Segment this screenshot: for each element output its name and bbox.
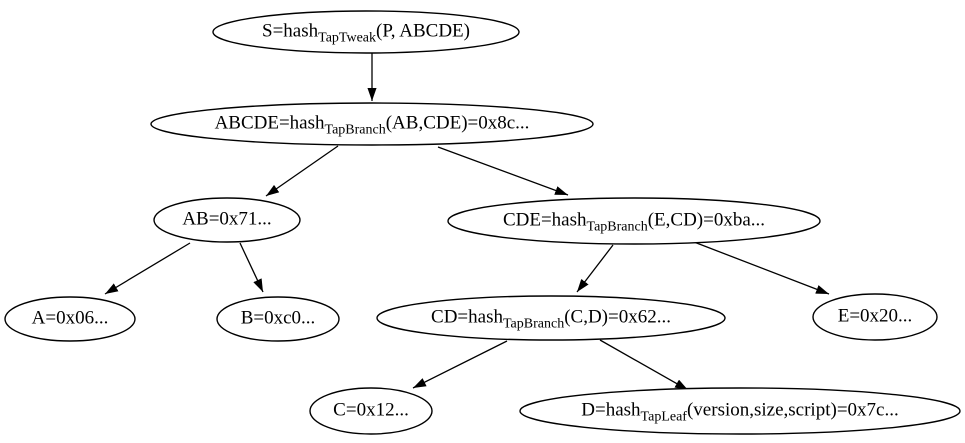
- label-text: (C,D)=0x62...: [564, 306, 671, 328]
- label-text: (AB,CDE)=0x8c...: [385, 112, 530, 134]
- nodes-layer: [4, 10, 961, 435]
- node-ellipse-C: [309, 387, 433, 435]
- label-text: (E,CD)=0xba...: [647, 209, 766, 231]
- node-ellipse-S: [212, 10, 520, 54]
- label-text: C=0x12...: [333, 399, 409, 421]
- label-text: B=0xc0...: [240, 307, 316, 329]
- node-label-CDE: CDE=hashTapBranch(E,CD)=0xba...: [502, 209, 766, 235]
- label-text: D=hash: [581, 399, 641, 421]
- edge-ABCDE-AB: [265, 145, 339, 197]
- edge-ABCDE-CDE: [437, 146, 569, 196]
- label-subscript: TapLeaf: [640, 409, 687, 425]
- label-text: (version,size,script)=0x7c...: [686, 399, 899, 421]
- label-subscript: TapBranch: [324, 122, 386, 138]
- node-ellipse-D: [519, 387, 961, 435]
- edge-CDE-CD: [576, 244, 614, 293]
- edge-CD-D: [599, 339, 689, 391]
- node-label-C: C=0x12...: [333, 401, 409, 420]
- node-ellipse-AB: [153, 197, 301, 243]
- node-label-AB: AB=0x71...: [182, 210, 271, 229]
- label-subscript: TapBranch: [502, 316, 565, 332]
- node-label-S: S=hashTapTweak(P, ABCDE): [262, 20, 470, 45]
- label-subscript: TapBranch: [586, 219, 648, 235]
- node-label-B: B=0xc0...: [241, 309, 316, 328]
- label-text: (P, ABCDE): [376, 20, 470, 42]
- label-text: A=0x06...: [31, 307, 109, 329]
- edge-CDE-E: [693, 241, 830, 295]
- label-text: S=hash: [262, 20, 319, 42]
- label-text: AB=0x71...: [182, 208, 272, 230]
- edges-layer: [104, 53, 830, 391]
- node-ellipse-ABCDE: [150, 102, 594, 146]
- node-ellipse-A: [4, 296, 136, 342]
- node-ellipse-E: [812, 293, 938, 341]
- node-label-D: D=hashTapLeaf(version,size,script)=0x7c.…: [581, 399, 899, 425]
- node-ellipse-CD: [376, 295, 726, 341]
- label-text: CD=hash: [431, 306, 503, 328]
- node-ellipse-B: [216, 296, 340, 342]
- node-ellipse-CDE: [447, 197, 821, 245]
- label-text: E=0x20...: [837, 305, 913, 327]
- label-text: ABCDE=hash: [214, 112, 325, 134]
- node-label-A: A=0x06...: [32, 309, 109, 328]
- label-text: CDE=hash: [502, 209, 587, 231]
- node-label-E: E=0x20...: [838, 307, 913, 326]
- edge-AB-A: [104, 242, 191, 295]
- node-label-ABCDE: ABCDE=hashTapBranch(AB,CDE)=0x8c...: [214, 112, 530, 137]
- label-subscript: TapTweak: [318, 30, 377, 46]
- node-label-CD: CD=hashTapBranch(C,D)=0x62...: [431, 306, 671, 332]
- edge-CD-C: [412, 340, 508, 389]
- edge-AB-B: [239, 242, 264, 293]
